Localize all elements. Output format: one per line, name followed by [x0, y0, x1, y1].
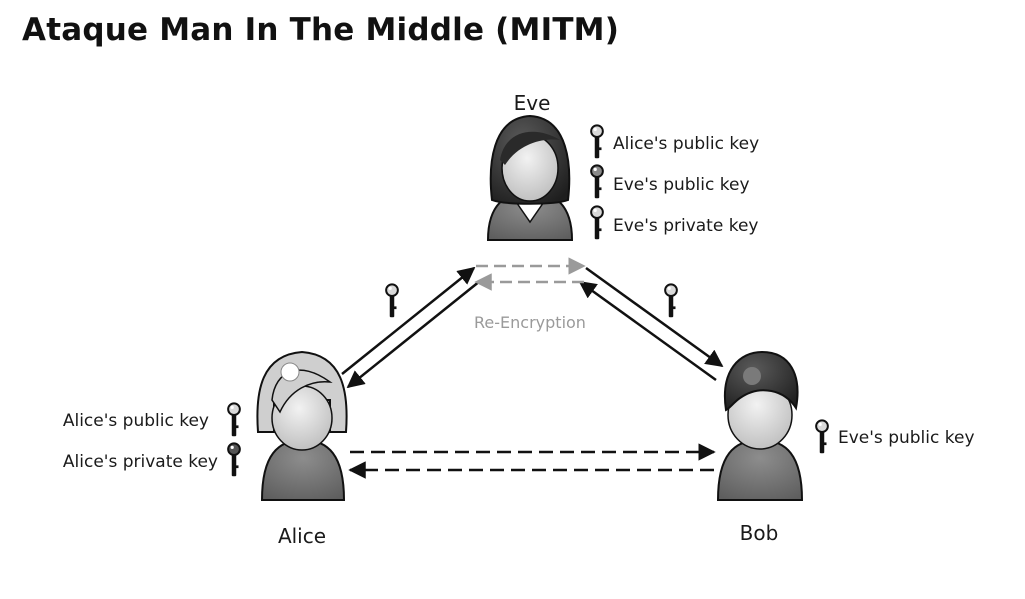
eve-key-label: Alice's public key: [613, 134, 759, 154]
alice-avatar: [256, 350, 348, 501]
key-icon: [590, 164, 604, 200]
key-icon: [227, 442, 241, 478]
bob-avatar: [716, 350, 804, 501]
eve-avatar: [486, 114, 574, 241]
key-icon: [590, 205, 604, 241]
key-icon: [590, 124, 604, 160]
arrow-alice-to-eve: [341, 266, 476, 375]
actor-name-eve: Eve: [514, 91, 551, 115]
key-icon: [815, 419, 829, 455]
arrow-bob-to-eve: [578, 280, 717, 382]
alice-key-label: Alice's private key: [63, 452, 218, 472]
key-icon: [664, 283, 678, 319]
actor-name-bob: Bob: [740, 521, 779, 545]
eve-key-label: Eve's private key: [613, 216, 758, 236]
page-title: Ataque Man In The Middle (MITM): [22, 12, 620, 48]
key-icon: [385, 283, 399, 319]
arrow-eve-to-alice: [346, 280, 481, 389]
re-encryption-label: Re-Encryption: [474, 313, 586, 332]
key-icon: [227, 402, 241, 438]
bob-key-label: Eve's public key: [838, 428, 975, 448]
eve-key-label: Eve's public key: [613, 175, 750, 195]
actor-name-alice: Alice: [278, 524, 326, 548]
alice-key-label: Alice's public key: [63, 411, 209, 431]
arrow-eve-to-bob: [585, 266, 724, 368]
